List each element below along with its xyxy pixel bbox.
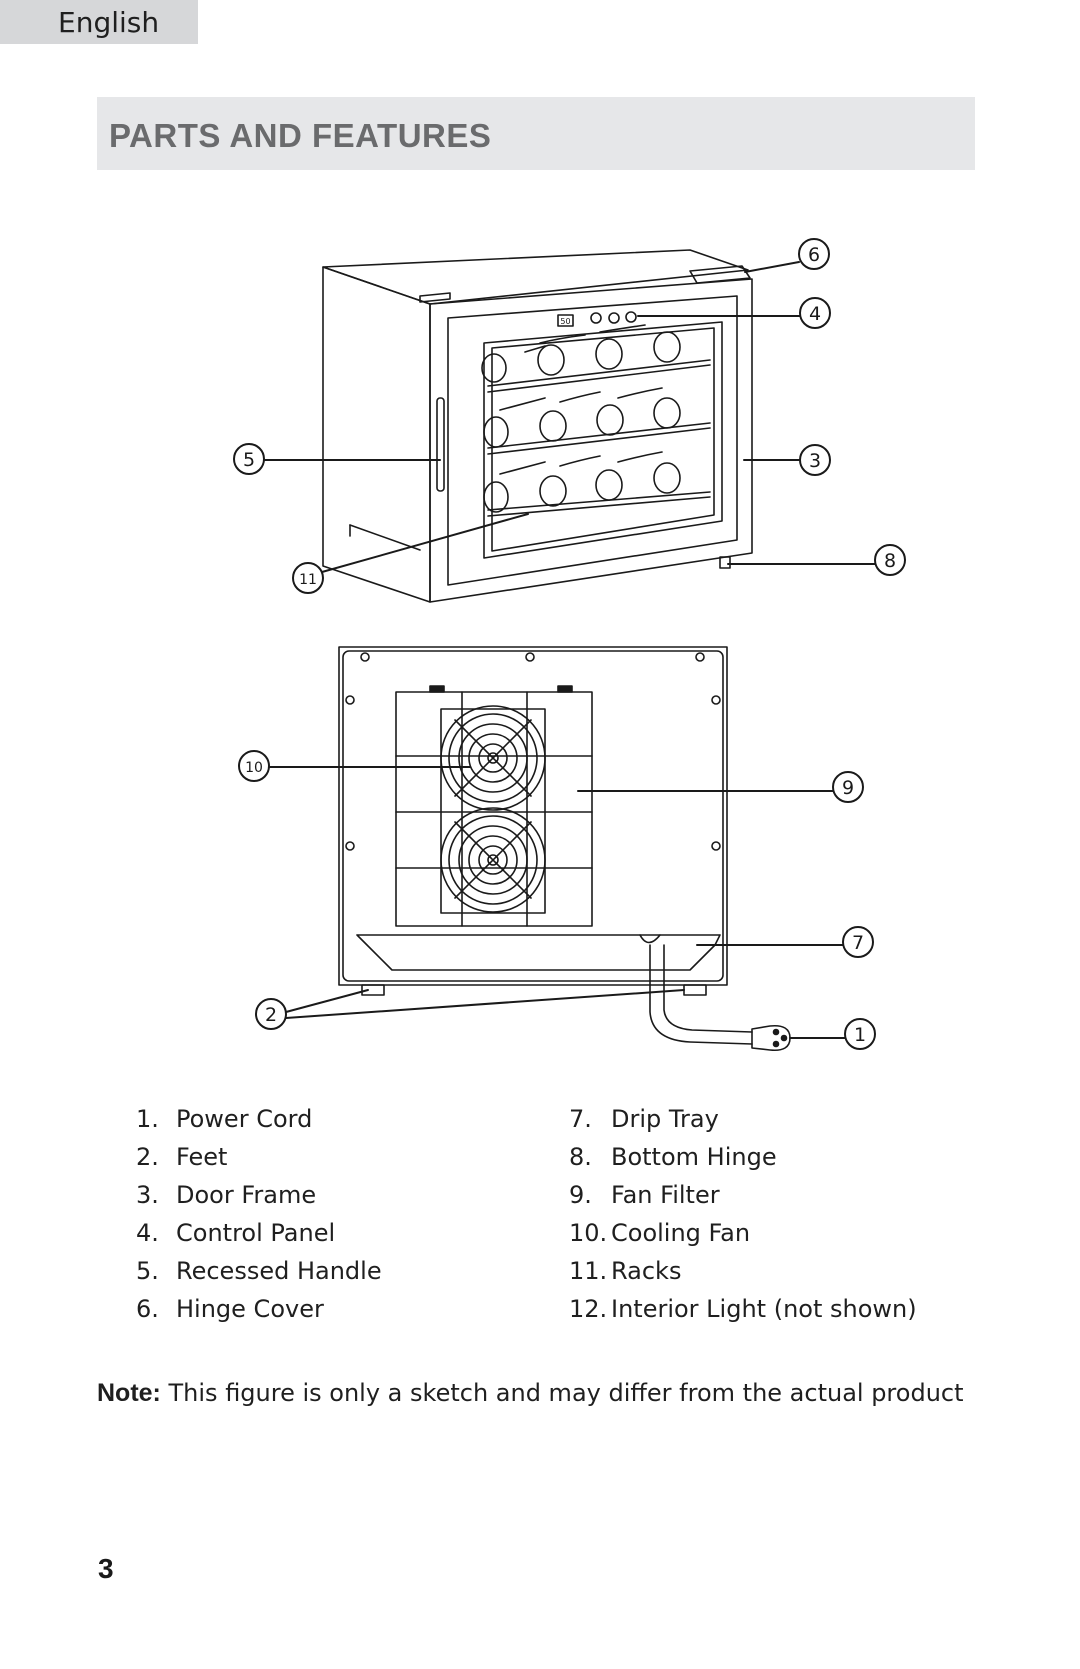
foot-left (361, 984, 385, 996)
list-item: 12.Interior Light (not shown) (569, 1295, 917, 1323)
list-item: 3.Door Frame (136, 1181, 317, 1209)
svg-text:6: 6 (808, 244, 820, 266)
list-item: 6.Hinge Cover (136, 1295, 324, 1323)
parts-list-left: 1.Power Cord 2.Feet 3.Door Frame 4.Contr… (136, 1100, 382, 1328)
list-item: 4.Control Panel (136, 1219, 336, 1247)
recessed-handle (436, 397, 445, 492)
up-button (590, 312, 602, 324)
list-item: 9.Fan Filter (569, 1181, 720, 1209)
display-reading: 50 (560, 317, 570, 326)
svg-text:2: 2 (265, 1004, 277, 1026)
door-inner-frame (447, 295, 738, 586)
callout-1: 1 (844, 1018, 876, 1050)
callout-5: 5 (233, 443, 265, 475)
svg-text:1: 1 (854, 1024, 866, 1046)
cabinet-side (322, 266, 431, 603)
svg-text:11: 11 (299, 572, 317, 588)
rack-3 (487, 496, 711, 517)
list-item: 1.Power Cord (136, 1105, 313, 1133)
list-item: 5.Recessed Handle (136, 1257, 382, 1285)
svg-text:7: 7 (852, 932, 864, 954)
cooling-fan-top (440, 705, 546, 811)
cabinet-back-view (338, 646, 791, 1052)
page-number: 3 (98, 1553, 114, 1584)
light-button (625, 311, 637, 323)
cabinet-top (322, 249, 749, 305)
rack-2 (487, 427, 711, 455)
svg-text:3: 3 (809, 450, 821, 472)
list-item: 7.Drip Tray (569, 1105, 719, 1133)
svg-text:5: 5 (243, 449, 255, 471)
callout-3: 3 (799, 444, 831, 476)
page-title: PARTS AND FEATURES (109, 117, 492, 154)
list-item: 11.Racks (569, 1257, 682, 1285)
drip-tray (356, 934, 721, 971)
top-hinge-left (419, 292, 451, 303)
cooling-fan-bottom (440, 807, 546, 913)
callout-9: 9 (832, 771, 864, 803)
svg-text:8: 8 (884, 550, 896, 572)
glass-window-inner (491, 327, 715, 552)
cabinet-front-view (322, 249, 753, 603)
callout-7: 7 (842, 926, 874, 958)
parts-diagram: 50 6 4 3 5 8 11 10 9 7 2 1 (233, 238, 906, 1052)
list-item: 2.Feet (136, 1143, 228, 1171)
door-frame (429, 278, 753, 603)
bottles-row-3 (483, 451, 681, 513)
language-tab: English (0, 0, 198, 44)
note-text: This figure is only a sketch and may dif… (160, 1379, 964, 1407)
svg-text:10: 10 (245, 760, 263, 776)
list-item: 10.Cooling Fan (569, 1219, 751, 1247)
parts-list-right: 7.Drip Tray 8.Bottom Hinge 9.Fan Filter … (569, 1100, 917, 1328)
foot-right (683, 984, 707, 996)
callout-11: 11 (292, 562, 324, 594)
callout-8: 8 (874, 544, 906, 576)
down-button (608, 312, 620, 324)
fan-filter (395, 691, 593, 927)
note-label: Note: (97, 1379, 161, 1407)
bottom-hinge (719, 556, 731, 569)
cabinet-base-side (349, 524, 421, 551)
list-item: 8.Bottom Hinge (569, 1143, 777, 1171)
callout-4: 4 (799, 297, 831, 329)
svg-text:9: 9 (842, 777, 854, 799)
back-panel-inner (342, 650, 724, 982)
callout-2: 2 (255, 998, 287, 1030)
power-cord (649, 944, 753, 1045)
bottles-row-1 (481, 324, 681, 383)
back-panel (338, 646, 728, 986)
glass-window (483, 321, 723, 559)
control-display (557, 314, 574, 327)
hinge-cover (689, 265, 751, 284)
callout-10: 10 (238, 750, 270, 782)
leader-lines (262, 261, 877, 1039)
rack-1 (487, 364, 711, 393)
callout-6: 6 (798, 238, 830, 270)
bottles-row-2 (483, 387, 681, 448)
note: Note: This figure is only a sketch and m… (97, 1379, 964, 1408)
section-header: PARTS AND FEATURES (97, 97, 975, 170)
svg-text:4: 4 (809, 303, 821, 325)
